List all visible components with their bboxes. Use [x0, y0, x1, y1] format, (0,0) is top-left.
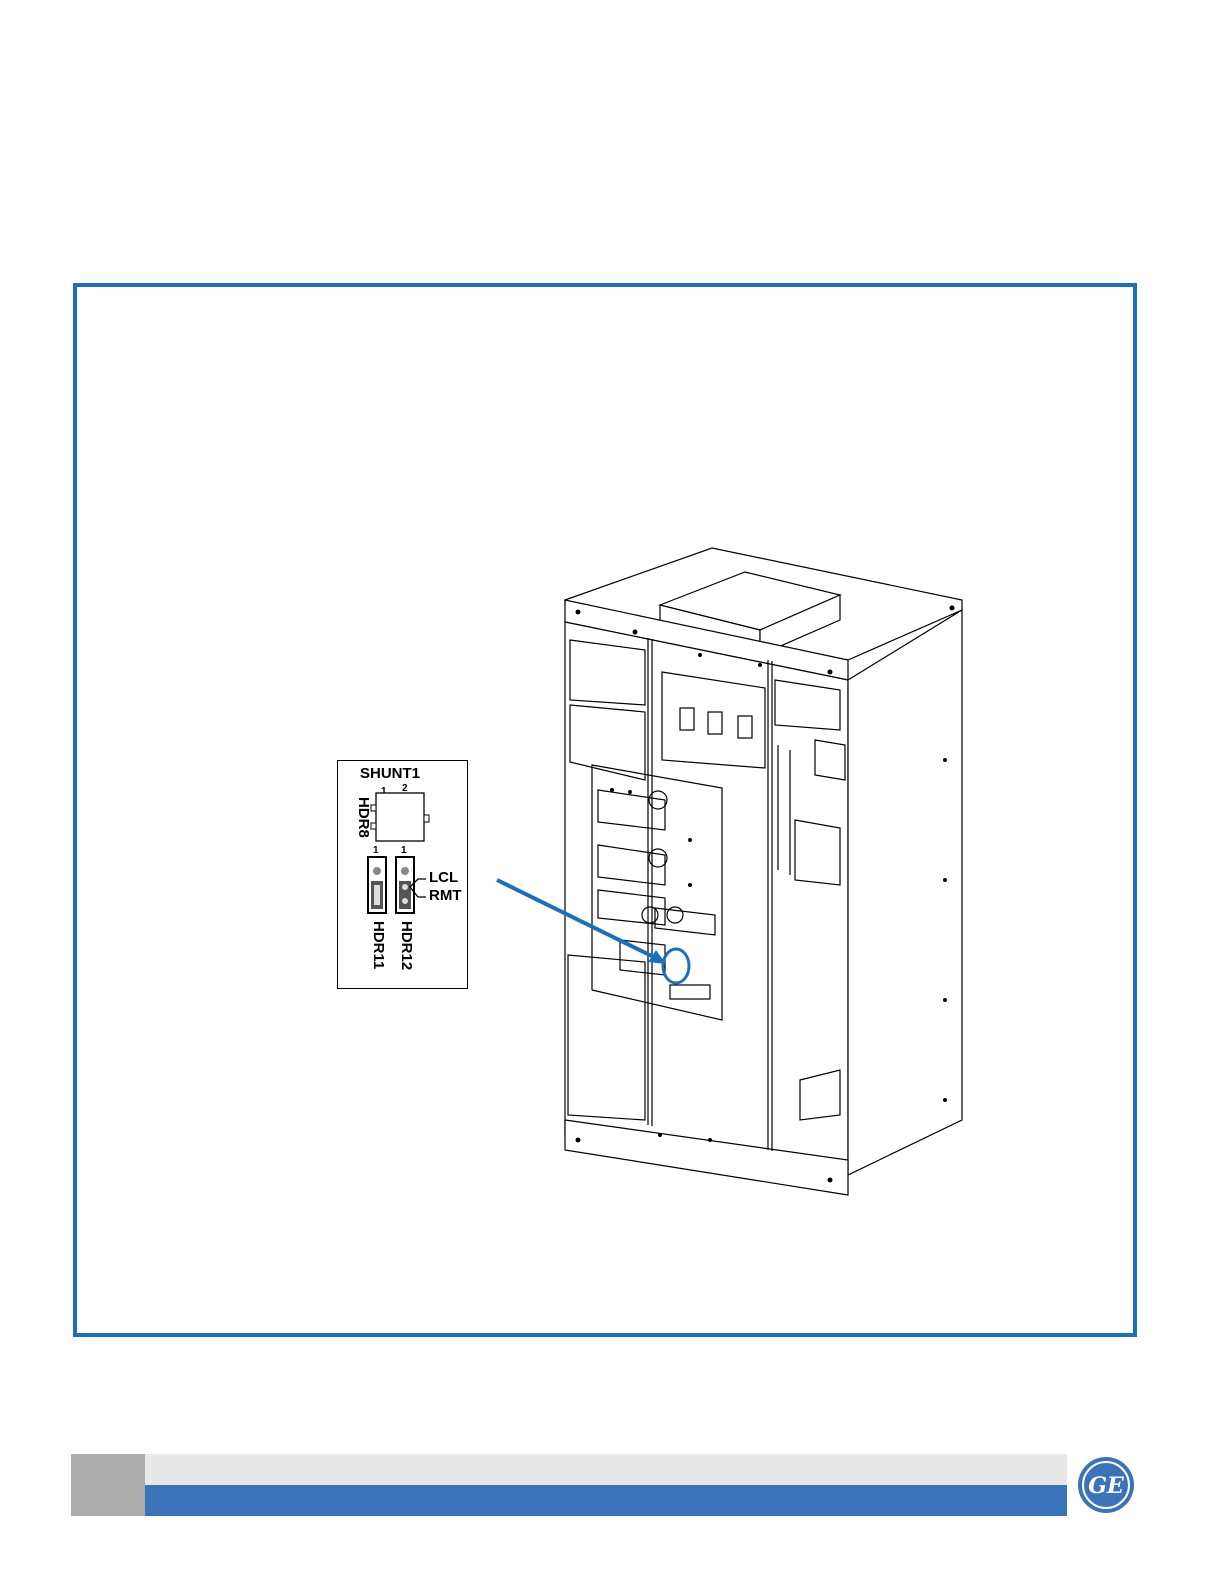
rmt-label: RMT	[429, 887, 462, 904]
footer-blue-bar	[145, 1485, 1067, 1516]
hdr11-label: HDR11	[370, 921, 387, 969]
shunt-inset: SHUNT1 1 2 HDR8 1 1 LCL RMT HDR11 HDR12	[337, 760, 468, 989]
hdr8-label: HDR8	[355, 797, 372, 838]
ge-logo-icon: GE	[1077, 1456, 1135, 1514]
hdr12-pin-label: 1	[401, 845, 407, 856]
ge-logo-text: GE	[1088, 1473, 1125, 1499]
hdr12-label: HDR12	[398, 921, 415, 970]
lcl-label: LCL	[429, 869, 458, 886]
footer-light-bar	[145, 1454, 1067, 1485]
hdr11-pin-label: 1	[373, 845, 379, 856]
footer-page-tab	[71, 1454, 145, 1516]
